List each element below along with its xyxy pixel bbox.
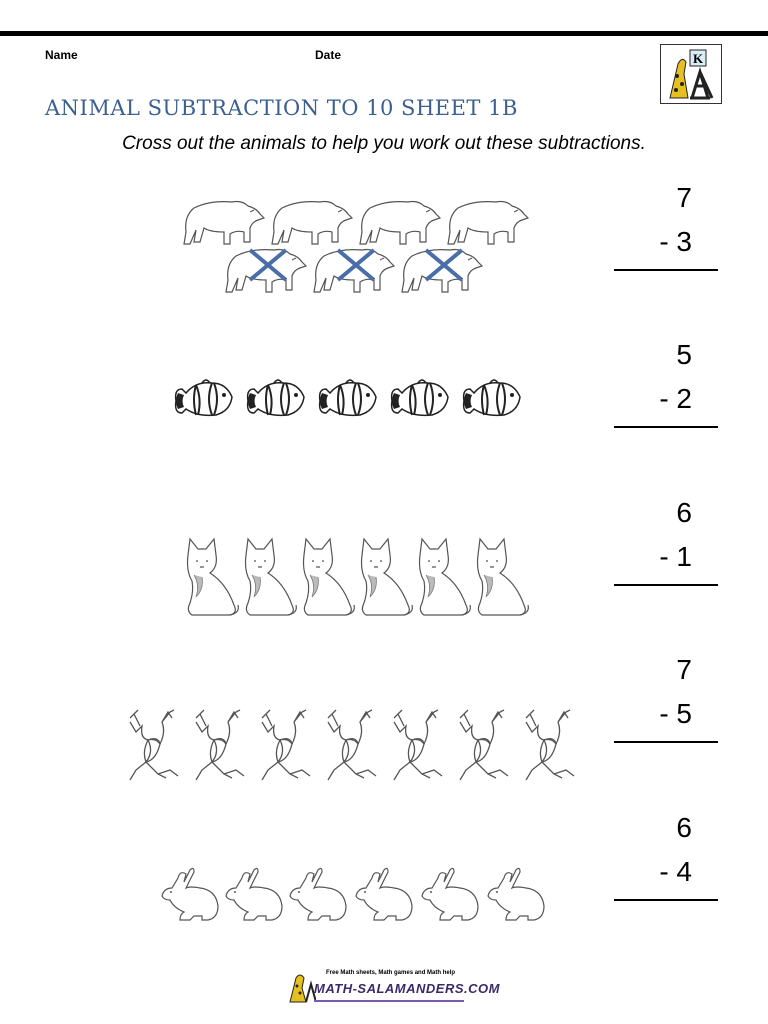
subtrahend: - 2 — [659, 383, 692, 414]
subtrahend: - 3 — [659, 226, 692, 257]
rabbit-icon — [289, 867, 347, 921]
minuend: 7 — [676, 182, 692, 213]
cat-icon — [302, 538, 355, 616]
rabbit-icon — [421, 867, 479, 921]
clownfish-icon — [174, 379, 233, 417]
answer-line — [614, 269, 718, 271]
frog-icon — [261, 709, 311, 781]
problem-4: 7 - 5 — [0, 652, 768, 802]
name-label: Name — [45, 48, 78, 62]
bear-icon — [271, 200, 353, 245]
logo-letter: K — [693, 51, 704, 66]
cat-icon — [360, 538, 413, 616]
bear-icon — [401, 248, 483, 293]
frog-icon — [327, 709, 377, 781]
clownfish-icon — [246, 379, 305, 417]
minuend: 6 — [676, 497, 692, 528]
bear-icon — [183, 200, 265, 245]
cat-icon — [186, 538, 239, 616]
subtrahend: - 5 — [659, 698, 692, 729]
footer-logo: Free Math sheets, Math games and Math he… — [286, 968, 499, 1008]
frog-icon — [129, 709, 179, 781]
frog-icon — [195, 709, 245, 781]
bear-icon — [359, 200, 441, 245]
clownfish-icon — [318, 379, 377, 417]
problem-3: 6 - 1 — [0, 495, 768, 645]
problem-1: 7 - 3 — [0, 180, 768, 330]
answer-line — [614, 426, 718, 428]
subtrahend: - 4 — [659, 856, 692, 887]
bear-icon — [225, 248, 307, 293]
answer-line — [614, 584, 718, 586]
clownfish-icon — [462, 379, 521, 417]
bear-icon — [447, 200, 529, 245]
instruction-text: Cross out the animals to help you work o… — [122, 133, 646, 154]
rabbit-icon — [487, 867, 545, 921]
animal-group-2 — [174, 379, 521, 417]
date-label: Date — [315, 48, 342, 62]
answer-line — [614, 741, 718, 743]
cat-icon — [418, 538, 471, 616]
footer-underline — [314, 1000, 464, 1002]
rabbit-icon — [355, 867, 413, 921]
frog-icon — [459, 709, 509, 781]
rabbit-icon — [161, 867, 219, 921]
header-rule — [0, 31, 768, 36]
frog-icon — [525, 709, 575, 781]
animal-group-4 — [129, 709, 575, 781]
minuend: 7 — [676, 654, 692, 685]
salamander-mascot-icon — [289, 974, 316, 1003]
footer-brand: MATH-SALAMANDERS.COM — [314, 981, 500, 996]
animal-group-5 — [161, 867, 545, 921]
rabbit-icon — [225, 867, 283, 921]
minuend: 5 — [676, 339, 692, 370]
footer-tagline: Free Math sheets, Math games and Math he… — [326, 970, 456, 976]
animal-group-1 — [183, 200, 529, 293]
salamander-logo-icon: K — [660, 44, 722, 104]
animal-group-3 — [186, 538, 529, 616]
frog-icon — [393, 709, 443, 781]
minuend: 6 — [676, 812, 692, 843]
cat-icon — [244, 538, 297, 616]
bear-icon — [313, 248, 395, 293]
answer-line — [614, 899, 718, 901]
problem-5: 6 - 4 — [0, 810, 768, 960]
worksheet-title: ANIMAL SUBTRACTION TO 10 SHEET 1B — [45, 96, 518, 120]
subtrahend: - 1 — [659, 541, 692, 572]
clownfish-icon — [390, 379, 449, 417]
cat-icon — [476, 538, 529, 616]
problem-2: 5 - 2 — [0, 337, 768, 487]
